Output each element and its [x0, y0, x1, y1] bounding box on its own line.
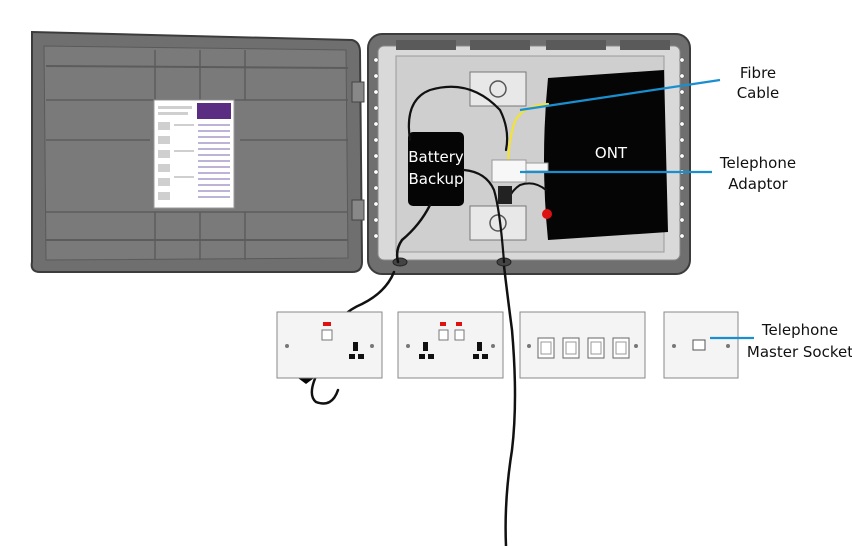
internal-cables: [395, 85, 550, 264]
battery-backup-label-line1: Battery: [408, 148, 464, 166]
telephone-adaptor-label-line2: Adaptor: [728, 175, 788, 193]
battery-backup-label-line2: Backup: [409, 170, 464, 188]
telephone-master-socket: [663, 311, 739, 379]
case-lid: [30, 30, 365, 273]
ont-label: ONT: [595, 144, 628, 162]
fibre-cable-label-line2: Cable: [737, 84, 780, 102]
telephone-adaptor: [491, 159, 549, 204]
instruction-sheet: [153, 99, 235, 209]
phone-cable: [502, 265, 517, 546]
master-socket-label-line1: Telephone: [761, 321, 838, 339]
quad-light-switch: [519, 311, 646, 379]
master-socket-label-line2: Master Socket: [747, 343, 852, 361]
double-socket-2: [397, 311, 504, 379]
fibre-cable-label-line1: Fibre: [740, 64, 776, 82]
telephone-adaptor-label-line1: Telephone: [719, 154, 796, 172]
callout-lines: [519, 78, 754, 340]
ont-device: ONT: [542, 70, 668, 240]
battery-backup: Battery Backup: [408, 132, 464, 206]
double-socket-1: [276, 311, 383, 379]
